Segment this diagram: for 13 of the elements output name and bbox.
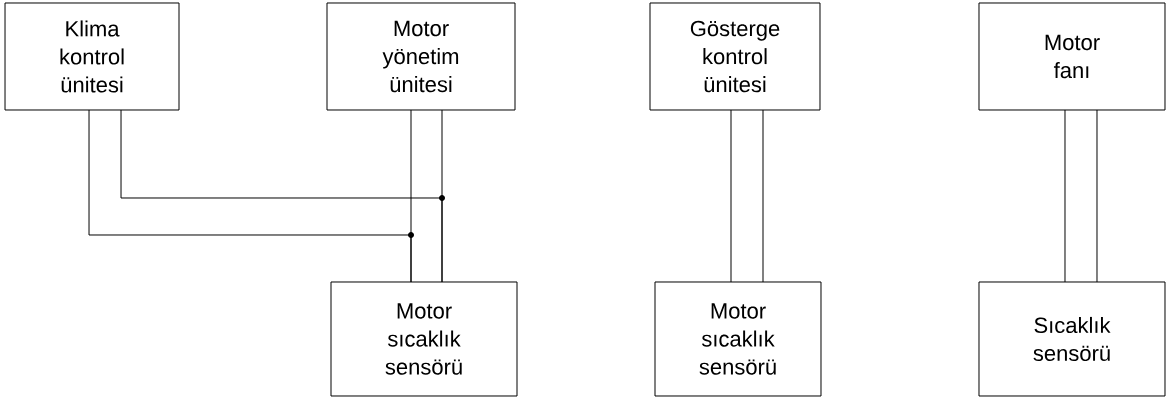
component-box: Sıcaklık sensörü [978,281,1166,397]
component-box: Klima kontrol ünitesi [4,2,180,111]
wire [1064,109,1066,283]
component-box: Motor yönetim ünitesi [326,2,516,111]
component-box: Gösterge kontrol ünitesi [649,2,821,111]
component-box: Motor sıcaklık sensörü [330,281,518,397]
wire [730,109,732,283]
wire [441,109,443,283]
wire [1096,109,1098,283]
component-box: Motor sıcaklık sensörü [654,281,822,397]
wire [410,109,412,283]
component-box: Motor fanı [978,2,1166,111]
wire [762,109,764,283]
